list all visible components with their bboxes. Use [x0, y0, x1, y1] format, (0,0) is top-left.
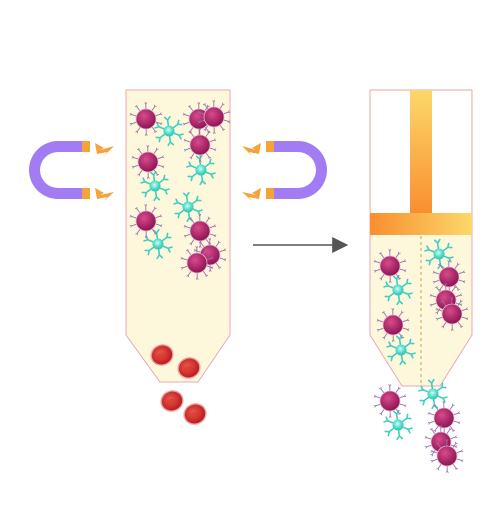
right-magnet-icon: [266, 141, 327, 199]
right-spark-bottom-icon: [242, 188, 261, 201]
labeled-cell-right-2: [383, 274, 413, 306]
bead-cell-left-1: [129, 102, 163, 136]
bead-cell-left-7: [183, 214, 217, 248]
bead-cell-right-6: [373, 384, 407, 418]
labeled-cell-left-1: [154, 115, 184, 147]
bead-cell-left-3: [197, 100, 231, 134]
plunger-icon: [370, 90, 472, 235]
bead-cell-left-5: [131, 145, 165, 179]
bead-cell-left-9: [180, 246, 214, 280]
red-cell-1: [150, 344, 174, 366]
bead-cell-right-7: [427, 401, 461, 435]
bead-cell-left-4: [183, 128, 217, 162]
magnetic-bead-cells: [129, 100, 469, 473]
antibody-labeled-cells: [140, 115, 454, 441]
red-cell-2: [177, 357, 201, 379]
labeled-cell-right-4: [418, 378, 448, 410]
bead-cell-right-4: [435, 297, 469, 331]
red-cell-3: [160, 390, 184, 412]
bead-cell-right-1: [373, 249, 407, 283]
left-magnet-icon: [29, 141, 90, 199]
labeled-cell-left-4: [173, 191, 203, 223]
labeled-cell-right-3: [386, 334, 416, 366]
bead-cell-right-5: [376, 308, 410, 342]
labeled-cell-left-3: [140, 170, 170, 202]
red-blood-cells: [150, 344, 207, 425]
right-spark-top-icon: [242, 143, 261, 156]
bead-cell-left-6: [129, 204, 163, 238]
bead-cell-right-9: [430, 439, 464, 473]
left-spark-bottom-icon: [95, 188, 114, 201]
left-spark-top-icon: [95, 143, 114, 156]
red-cell-4: [183, 403, 207, 425]
labeled-cell-right-1: [424, 238, 454, 270]
labeled-cell-right-5: [383, 409, 413, 441]
